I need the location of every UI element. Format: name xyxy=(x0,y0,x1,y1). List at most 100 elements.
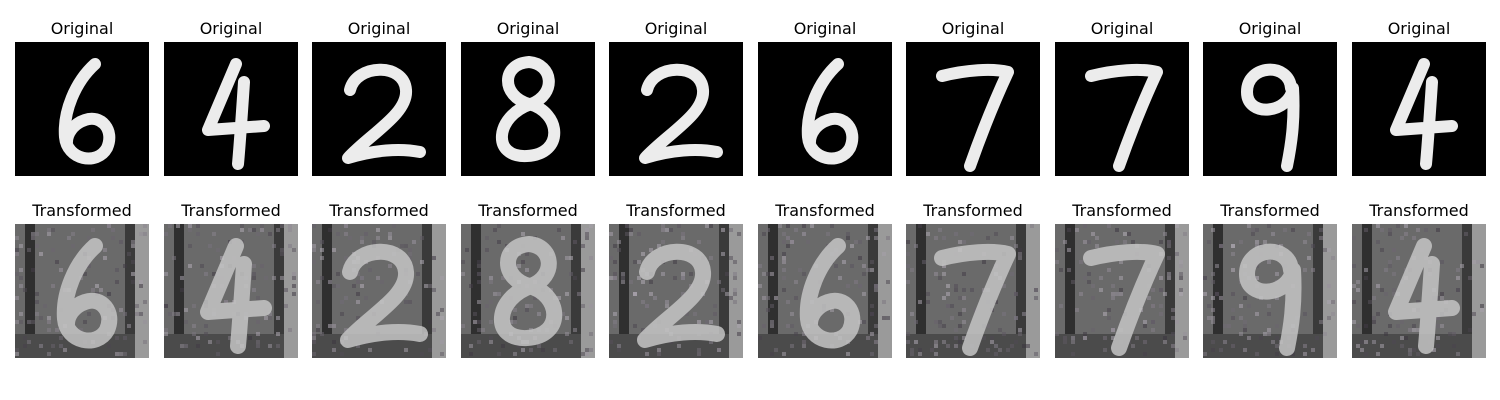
noise-pixel xyxy=(469,344,473,348)
noise-pixel xyxy=(525,304,529,308)
noise-pixel xyxy=(1456,276,1460,280)
noise-pixel xyxy=(569,256,573,260)
noise-pixel xyxy=(982,260,986,264)
original-digit-image-3 xyxy=(312,42,446,176)
left-dark-stripe xyxy=(322,224,332,358)
noise-pixel xyxy=(91,228,95,232)
noise-pixel xyxy=(906,340,910,344)
noise-pixel xyxy=(1010,272,1014,276)
noise-pixel xyxy=(99,288,103,292)
noise-pixel xyxy=(685,312,689,316)
right-dark-stripe xyxy=(1165,224,1175,358)
noise-pixel xyxy=(954,288,958,292)
noise-pixel xyxy=(637,276,641,280)
original-digit-image-2 xyxy=(164,42,298,176)
noise-pixel xyxy=(573,328,577,332)
noise-pixel xyxy=(1095,236,1099,240)
noise-pixel xyxy=(681,232,685,236)
noise-pixel xyxy=(192,304,196,308)
noise-pixel xyxy=(501,276,505,280)
digit-stroke xyxy=(639,63,723,164)
noise-pixel xyxy=(1175,224,1179,228)
noise-pixel xyxy=(569,272,573,276)
noise-pixel xyxy=(143,232,147,236)
noise-pixel xyxy=(15,236,19,240)
digit-2-graphic xyxy=(609,42,743,176)
noise-pixel xyxy=(1111,284,1115,288)
noise-pixel xyxy=(553,348,557,352)
digit-stroke xyxy=(1241,63,1300,172)
noise-pixel xyxy=(312,336,316,340)
noise-pixel xyxy=(1171,308,1175,312)
left-dark-stripe xyxy=(25,224,35,358)
noise-pixel xyxy=(1131,240,1135,244)
noise-pixel xyxy=(1404,224,1408,228)
noise-pixel xyxy=(268,344,272,348)
noise-pixel xyxy=(264,276,268,280)
noise-pixel xyxy=(994,232,998,236)
noise-pixel xyxy=(846,232,850,236)
noise-pixel xyxy=(1364,340,1368,344)
noise-pixel xyxy=(1183,332,1187,336)
noise-pixel xyxy=(497,240,501,244)
noise-pixel xyxy=(493,228,497,232)
noise-pixel xyxy=(1468,276,1472,280)
noise-pixel xyxy=(766,308,770,312)
noise-pixel xyxy=(565,316,569,320)
noise-pixel xyxy=(842,260,846,264)
noise-pixel xyxy=(786,300,790,304)
noise-pixel xyxy=(1079,292,1083,296)
noise-pixel xyxy=(782,276,786,280)
noise-pixel xyxy=(938,276,942,280)
noise-pixel xyxy=(1480,264,1484,268)
digit-2-graphic xyxy=(312,224,446,358)
noise-pixel xyxy=(316,324,320,328)
noise-pixel xyxy=(609,256,613,260)
noise-pixel xyxy=(729,296,733,300)
noise-pixel xyxy=(1364,268,1368,272)
noise-pixel xyxy=(1416,300,1420,304)
noise-pixel xyxy=(1315,336,1319,340)
noise-pixel xyxy=(63,348,67,352)
noise-pixel xyxy=(364,232,368,236)
noise-pixel xyxy=(123,352,127,356)
noise-pixel xyxy=(1480,308,1484,312)
noise-pixel xyxy=(1243,324,1247,328)
noise-pixel xyxy=(473,320,477,324)
noise-pixel xyxy=(1219,348,1223,352)
transformed-title: Transformed xyxy=(181,201,281,220)
noise-pixel xyxy=(1207,316,1211,320)
noise-pixel xyxy=(1440,296,1444,300)
digit-4-graphic xyxy=(164,42,298,176)
noise-pixel xyxy=(729,256,733,260)
noise-pixel xyxy=(477,272,481,276)
noise-pixel xyxy=(1131,344,1135,348)
noise-pixel xyxy=(1231,244,1235,248)
noise-pixel xyxy=(629,280,633,284)
noise-pixel xyxy=(1360,340,1364,344)
noise-pixel xyxy=(998,348,1002,352)
noise-pixel xyxy=(1480,304,1484,308)
noise-pixel xyxy=(489,276,493,280)
noise-pixel xyxy=(1311,268,1315,272)
noise-pixel xyxy=(135,312,139,316)
noise-pixel xyxy=(906,252,910,256)
noise-pixel xyxy=(1055,248,1059,252)
noise-pixel xyxy=(733,288,737,292)
noise-pixel xyxy=(212,232,216,236)
noise-pixel xyxy=(288,228,292,232)
noise-pixel xyxy=(918,348,922,352)
noise-pixel xyxy=(15,296,19,300)
noise-pixel xyxy=(581,304,585,308)
noise-pixel xyxy=(1440,260,1444,264)
noise-pixel xyxy=(1143,320,1147,324)
noise-pixel xyxy=(1219,244,1223,248)
left-dark-stripe xyxy=(619,224,629,358)
noise-pixel xyxy=(292,292,296,296)
noise-pixel xyxy=(115,352,119,356)
noise-pixel xyxy=(1364,276,1368,280)
noise-pixel xyxy=(1151,288,1155,292)
noise-pixel xyxy=(252,228,256,232)
noise-pixel xyxy=(404,348,408,352)
noise-pixel xyxy=(705,320,709,324)
